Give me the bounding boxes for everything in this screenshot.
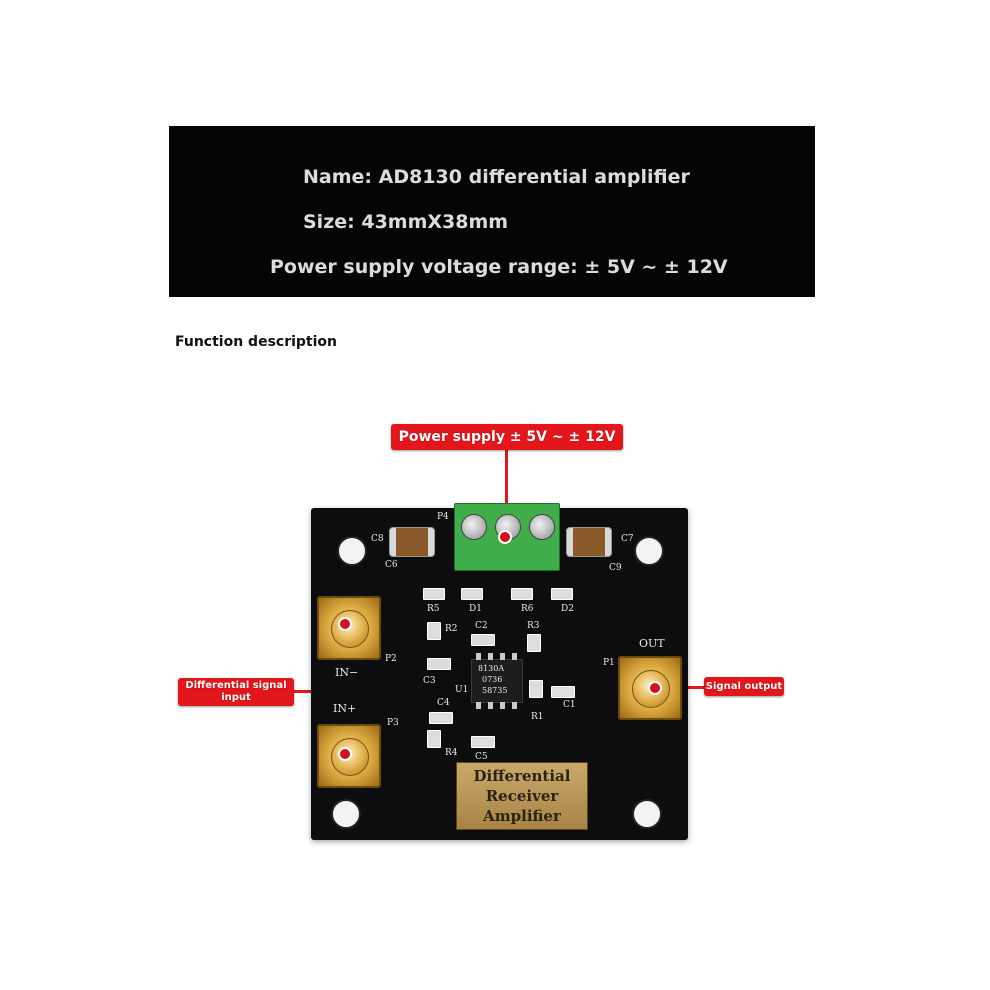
label-c6: C6 — [385, 560, 398, 570]
plate-line-3: Amplifier — [483, 807, 561, 825]
mount-hole-bottom-right — [632, 799, 662, 829]
label-c2: C2 — [475, 621, 488, 631]
label-c8: C8 — [371, 534, 384, 544]
label-c4: C4 — [437, 698, 450, 708]
label-r3: R3 — [527, 621, 540, 631]
mount-hole-top-left — [337, 536, 367, 566]
in-minus-marker-dot — [338, 617, 352, 631]
mount-hole-bottom-left — [331, 799, 361, 829]
label-r1: R1 — [531, 712, 544, 722]
differential-input-label-line2: input — [221, 692, 251, 703]
power-lead-line — [505, 450, 508, 533]
label-c9: C9 — [609, 563, 622, 573]
label-c1: C1 — [563, 700, 576, 710]
pcb-board: P4 C8 C6 C7 C9 R5 D1 R6 D2 R2 C2 R3 C3 8… — [311, 503, 688, 840]
differential-input-callout: Differential signal input — [178, 678, 294, 706]
label-r5: R5 — [427, 604, 440, 614]
label-p3: P3 — [387, 718, 399, 728]
label-r2: R2 — [445, 624, 458, 634]
label-p2: P2 — [385, 654, 397, 664]
chip-marking-2: 0736 — [482, 675, 503, 684]
label-u1: U1 — [455, 685, 469, 695]
power-marker-dot — [498, 530, 512, 544]
label-r4: R4 — [445, 748, 458, 758]
chip-marking-3: 58735 — [482, 686, 508, 695]
diode-d2 — [551, 588, 573, 600]
label-in-minus: IN− — [335, 666, 359, 679]
label-p1: P1 — [603, 658, 615, 668]
terminal-screw-1 — [461, 514, 487, 540]
in-plus-marker-dot — [338, 747, 352, 761]
plate-line-1: Differential — [473, 767, 571, 785]
gold-nameplate: Differential Receiver Amplifier — [456, 762, 588, 830]
capacitor-c5 — [471, 736, 495, 748]
capacitor-c3 — [427, 658, 451, 670]
diode-d1 — [461, 588, 483, 600]
label-r6: R6 — [521, 604, 534, 614]
section-title: Function description — [175, 334, 337, 350]
label-out: OUT — [639, 637, 665, 650]
plate-line-2: Receiver — [485, 787, 559, 805]
ad8130-chip: 8130A 0736 58735 — [471, 653, 523, 709]
label-d1: D1 — [469, 604, 482, 614]
differential-input-label-line1: Differential signal — [185, 680, 287, 691]
capacitor-c7 — [566, 527, 612, 557]
spec-size: Size: 43mmX38mm — [303, 211, 509, 233]
spec-voltage: Power supply voltage range: ± 5V ~ ± 12V — [270, 256, 728, 278]
capacitor-c8 — [389, 527, 435, 557]
signal-output-callout: Signal output — [704, 677, 784, 696]
label-c5: C5 — [475, 752, 488, 762]
label-in-plus: IN+ — [333, 702, 357, 715]
mount-hole-top-right — [634, 536, 664, 566]
out-marker-dot — [648, 681, 662, 695]
power-supply-callout: Power supply ± 5V ~ ± 12V — [391, 424, 623, 450]
capacitor-c4 — [429, 712, 453, 724]
spec-banner: Name: AD8130 differential amplifier Size… — [169, 126, 815, 297]
capacitor-c1 — [551, 686, 575, 698]
resistor-r3 — [527, 634, 541, 652]
label-p4: P4 — [437, 512, 449, 522]
label-c3: C3 — [423, 676, 436, 686]
label-c7: C7 — [621, 534, 634, 544]
label-d2: D2 — [561, 604, 574, 614]
resistor-r1 — [529, 680, 543, 698]
resistor-r4 — [427, 730, 441, 748]
terminal-screw-3 — [529, 514, 555, 540]
chip-marking-1: 8130A — [478, 664, 505, 673]
resistor-r5 — [423, 588, 445, 600]
capacitor-c2 — [471, 634, 495, 646]
resistor-r6 — [511, 588, 533, 600]
spec-name: Name: AD8130 differential amplifier — [303, 166, 690, 188]
resistor-r2 — [427, 622, 441, 640]
